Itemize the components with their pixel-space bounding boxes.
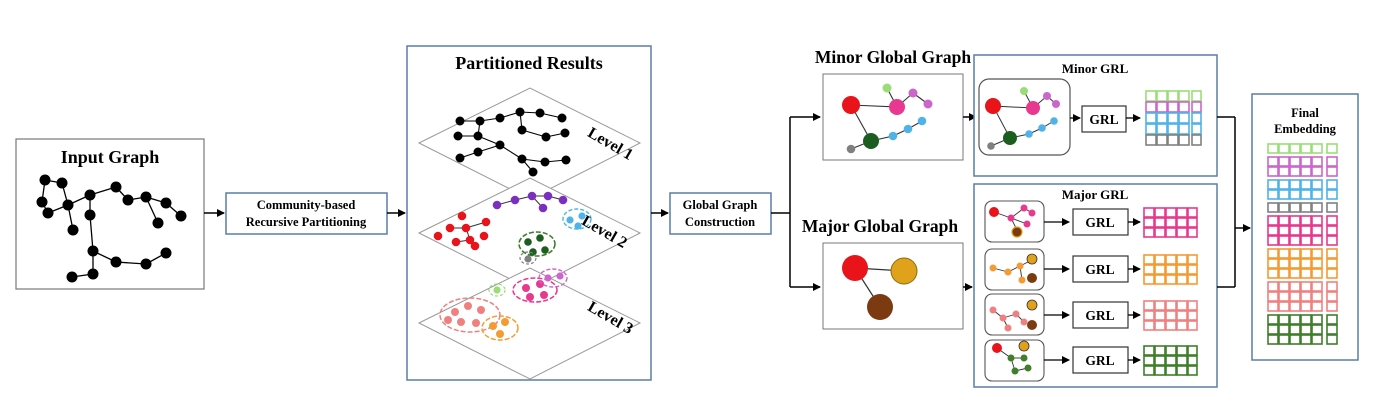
minor-grl-panel: Minor GRL GRL [973,54,1218,177]
final-embedding-block [1267,248,1323,279]
major-grl-title: Major GRL [1062,187,1129,202]
major-embedding-matrix [1143,254,1188,285]
final-embedding-tail [1326,143,1338,154]
final-embedding-tail [1326,202,1338,213]
input-graph-panel: Input Graph [15,138,205,290]
minor-embedding-tail [1191,112,1202,124]
major-embedding-tail [1187,207,1198,238]
minor-embedding-row [1145,112,1190,124]
minor-global-graph: Minor Global Graph [815,47,971,161]
final-embedding-block [1267,215,1323,246]
major-embedding-matrix [1143,345,1188,376]
partitioned-results-panel: Partitioned Results [406,45,652,381]
minor-embedding-row [1145,134,1190,146]
minor-embedding-tail [1191,123,1202,135]
final-embedding-block [1267,202,1323,213]
major-grl-label: GRL [1085,215,1114,230]
major-global-graph-title: Major Global Graph [802,216,958,236]
major-grl-row-4 [984,339,1045,382]
global-graph-step-line1: Global Graph [683,198,758,212]
partitioning-step-line2: Recursive Partitioning [246,215,367,229]
major-grl-row-2 [984,248,1045,291]
minor-embedding-row [1145,101,1190,113]
final-embedding-tail [1326,314,1338,345]
final-embedding-tail [1326,281,1338,312]
major-grl-box [1072,255,1129,283]
major-grl-label: GRL [1085,262,1114,277]
minor-embedding-row [1145,123,1190,135]
minor-embedding-matrix [1145,90,1202,146]
minor-embedding-tail [1191,101,1202,113]
partitioning-step-line1: Community-based [257,198,356,212]
major-embedding-tail [1187,254,1198,285]
final-embedding-tail [1326,179,1338,200]
merge-connector [1217,116,1251,288]
major-grl-row-1 [984,200,1045,243]
final-embedding-block [1267,314,1323,345]
final-embedding-block [1267,179,1323,200]
minor-grl-label: GRL [1089,112,1118,127]
final-embedding-line2: Embedding [1274,122,1337,136]
minor-global-graph-title: Minor Global Graph [815,47,971,67]
major-grl-label: GRL [1085,308,1114,323]
minor-embedding-tail [1191,134,1202,146]
minor-embedding-row [1145,90,1190,102]
level-3-plane: Level 3 [417,267,642,380]
minor-grl-title: Minor GRL [1062,61,1129,76]
global-graph-step-box: Global Graph Construction [669,192,772,235]
major-embedding-tail [1187,300,1198,331]
final-embedding-tail [1326,248,1338,279]
major-grl-label: GRL [1085,353,1114,368]
final-embedding-line1: Final [1291,106,1319,120]
major-embedding-matrix [1143,207,1188,238]
final-embedding-tail [1326,156,1338,177]
input-graph-nodes [36,174,187,283]
major-grl-row-3 [984,293,1045,336]
major-grl-box [1072,301,1129,329]
input-graph-title: Input Graph [61,147,160,167]
partitioning-step-box: Community-based Recursive Partitioning [225,192,388,235]
major-embedding-matrix [1143,300,1188,331]
final-embedding-panel: Final Embedding [1251,93,1359,361]
global-graph-step-line2: Construction [685,215,755,229]
final-embedding-block [1267,156,1323,177]
major-global-graph: Major Global Graph [802,216,964,330]
major-grl-panel: Major GRL [973,183,1218,388]
branch-connector [771,113,821,291]
major-embedding-tail [1187,345,1198,376]
final-embedding-block [1267,143,1323,154]
final-embedding-matrix [1267,143,1338,345]
partitioned-results-title: Partitioned Results [455,53,603,73]
final-embedding-block [1267,281,1323,312]
major-grl-pipelines: GRL GRL GRL GRL [1044,207,1198,376]
minor-embedding-tail [1191,90,1202,102]
final-embedding-tail [1326,215,1338,246]
